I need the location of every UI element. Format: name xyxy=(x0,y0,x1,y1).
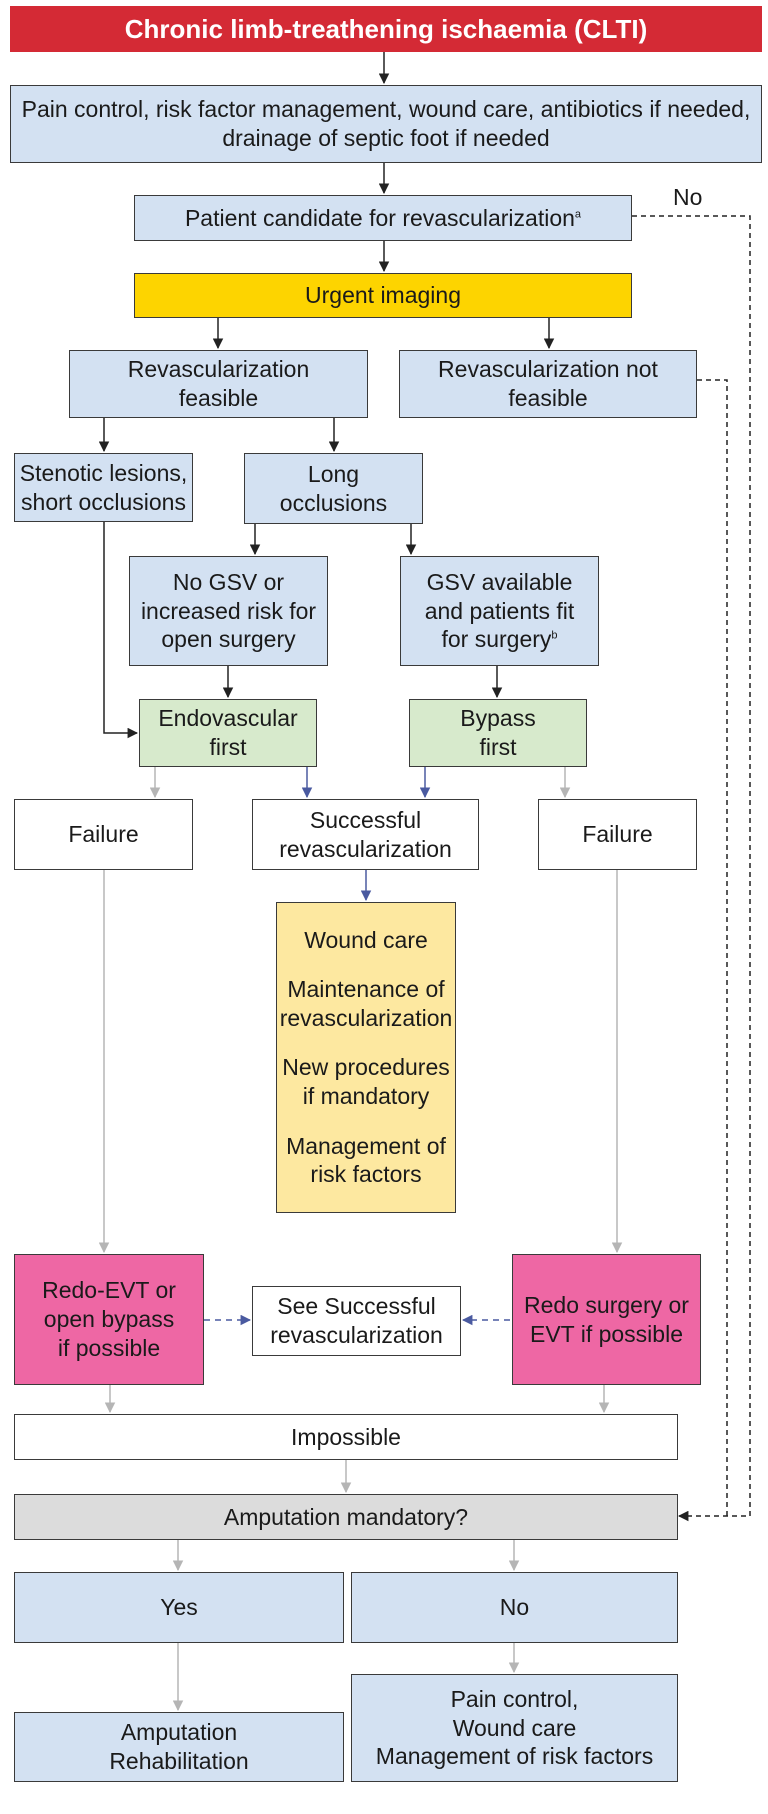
failure-left-label: Failure xyxy=(68,821,139,848)
followup-care-box: Wound care Maintenance of revascularizat… xyxy=(276,902,456,1213)
amputation-line-2: Rehabilitation xyxy=(109,1748,249,1774)
followup-new-procedures-line-1: New procedures xyxy=(282,1054,450,1081)
amputation-line-1: Amputation xyxy=(120,1719,238,1746)
title-text: Chronic limb-treathening ischaemia (CLTI… xyxy=(124,13,648,44)
see-successful-box: See Successful revascularization xyxy=(252,1286,461,1356)
successful-revascularization-box: Successful revascularization xyxy=(252,799,479,870)
feasible-line-2: feasible xyxy=(178,385,259,411)
pain-control-line-1: Pain control, xyxy=(450,1685,579,1712)
urgent-imaging-box: Urgent imaging xyxy=(134,273,632,318)
stenotic-line-1: Stenotic lesions, xyxy=(19,459,188,486)
bypass-line-1: Bypass xyxy=(460,705,536,732)
stenotic-line-2: short occlusions xyxy=(21,488,186,515)
amputation-mandatory-box: Amputation mandatory? xyxy=(14,1494,678,1540)
yes-label: Yes xyxy=(160,1594,198,1621)
followup-wound-care: Wound care xyxy=(304,926,428,953)
amputation-mandatory-label: Amputation mandatory? xyxy=(223,1503,469,1530)
not-feasible-line-2: feasible xyxy=(508,385,588,411)
redo-evt-line-1: Redo-EVT or xyxy=(42,1277,176,1304)
failure-right-label: Failure xyxy=(582,821,653,848)
successful-line-1: Successful xyxy=(309,806,422,833)
redo-surgery-line-2: EVT if possible xyxy=(530,1320,683,1347)
bypass-first-box: Bypass first xyxy=(409,699,587,767)
long-occlusions-line-2: occlusions xyxy=(279,489,388,516)
arrow-candidate-no-to-amputation-mandatory xyxy=(632,215,751,1522)
no-gsv-box: No GSV or increased risk for open surger… xyxy=(129,556,328,666)
pain-control-line-2: Wound care xyxy=(452,1714,577,1741)
no-gsv-line-3: open surgery xyxy=(161,626,296,653)
failure-left-box: Failure xyxy=(14,799,193,870)
yes-box: Yes xyxy=(14,1572,344,1643)
gsv-available-line-3: for surgeryb xyxy=(441,625,557,654)
gsv-available-line-1: GSV available xyxy=(426,568,573,595)
not-feasible-line-1: Revascularization not xyxy=(438,356,658,383)
redo-evt-line-2: open bypass xyxy=(43,1306,175,1333)
candidate-box: Patient candidate for revascularizationa xyxy=(134,195,632,241)
followup-maintenance-line-1: Maintenance of xyxy=(287,976,445,1003)
no-gsv-line-1: No GSV or xyxy=(172,568,285,595)
candidate-text: Patient candidate for revascularizationa xyxy=(185,204,581,233)
impossible-label: Impossible xyxy=(291,1423,401,1450)
endovascular-line-1: Endovascular xyxy=(158,705,298,732)
successful-line-2: revascularization xyxy=(279,835,452,862)
no-label-box: No xyxy=(499,1594,530,1621)
followup-new-procedures-line-2: if mandatory xyxy=(302,1083,430,1110)
long-occlusions-line-1: Long xyxy=(307,460,360,487)
see-successful-line-1: See Successful xyxy=(277,1293,436,1320)
redo-surgery-line-1: Redo surgery or xyxy=(524,1291,689,1318)
arrow-not-feasible-to-amputation-mandatory xyxy=(697,379,728,1516)
see-successful-line-2: revascularization xyxy=(270,1322,443,1348)
endovascular-line-2: first xyxy=(209,734,247,760)
urgent-imaging-label: Urgent imaging xyxy=(305,282,461,309)
candidate-label: Patient candidate for revascularization xyxy=(184,204,575,231)
initial-care-line-2: drainage of septic foot if needed xyxy=(222,125,550,151)
bypass-line-2: first xyxy=(479,734,517,760)
initial-care-box: Pain control, risk factor management, wo… xyxy=(10,85,762,163)
no-gsv-line-2: increased risk for xyxy=(140,597,317,624)
revascularization-feasible-box: Revascularization feasible xyxy=(69,350,368,418)
impossible-box: Impossible xyxy=(14,1414,678,1460)
redo-surgery-box: Redo surgery or EVT if possible xyxy=(512,1254,701,1385)
arrow-stenotic-to-endovascular xyxy=(103,522,139,739)
revascularization-not-feasible-box: Revascularization not feasible xyxy=(399,350,697,418)
endovascular-first-box: Endovascular first xyxy=(139,699,317,767)
initial-care-line-1: Pain control, risk factor management, wo… xyxy=(21,96,751,123)
feasible-line-1: Revascularization xyxy=(127,356,310,383)
followup-risk-factors-line-1: Management of xyxy=(286,1132,446,1159)
followup-maintenance-line-2: revascularization xyxy=(279,1005,453,1032)
failure-right-box: Failure xyxy=(538,799,697,870)
candidate-footnote: a xyxy=(574,207,582,220)
gsv-available-box: GSV available and patients fit for surge… xyxy=(400,556,599,666)
title-banner: Chronic limb-treathening ischaemia (CLTI… xyxy=(10,6,762,52)
gsv-available-line-2: and patients fit xyxy=(424,597,575,624)
gsv-available-footnote: b xyxy=(551,629,558,642)
no-box: No xyxy=(351,1572,678,1643)
pain-control-box: Pain control, Wound care Management of r… xyxy=(351,1674,678,1782)
stenotic-lesions-box: Stenotic lesions, short occlusions xyxy=(14,453,193,522)
long-occlusions-box: Long occlusions xyxy=(244,453,423,524)
followup-risk-factors-line-2: risk factors xyxy=(310,1161,422,1188)
no-label: No xyxy=(673,184,703,210)
redo-evt-box: Redo-EVT or open bypass if possible xyxy=(14,1254,204,1385)
pain-control-line-3: Management of risk factors xyxy=(375,1743,654,1770)
redo-evt-line-3: if possible xyxy=(57,1334,161,1361)
amputation-rehabilitation-box: Amputation Rehabilitation xyxy=(14,1712,344,1782)
gsv-available-line-3-text: for surgery xyxy=(441,626,552,653)
